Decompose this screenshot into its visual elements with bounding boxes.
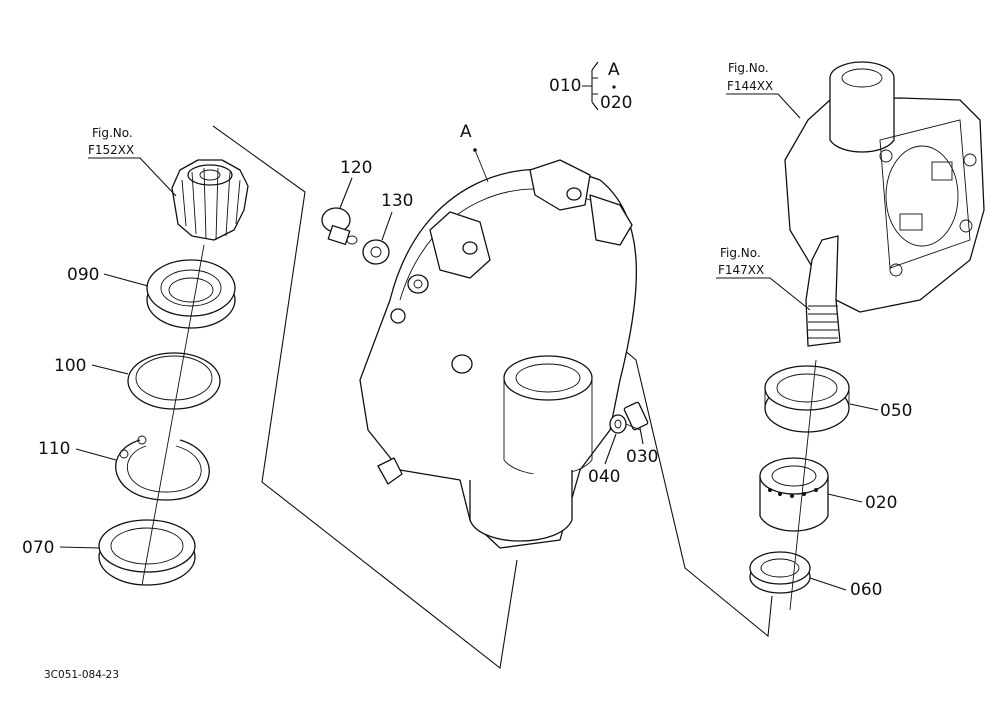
part-number-070: 070 [22,538,54,558]
part-number-130: 130 [381,191,413,211]
drawing-code: 3C051-084-23 [44,669,119,681]
figure-ref-f144-number: F144XX [727,79,773,93]
shaft-part-f147 [805,235,841,347]
part-number-110: 110 [38,439,70,459]
main-housing-part [359,159,637,549]
part-number-060: 060 [850,580,882,600]
group-item-020: 020 [600,93,632,113]
snap-ring-part-110 [115,435,210,501]
part-number-040: 040 [588,467,620,487]
figure-ref-f152-title: Fig.No. [92,126,133,140]
bolt-part-030 [623,401,649,431]
ring-part-100 [127,352,221,410]
bushing-part-020 [759,457,829,532]
seal-part-060 [749,551,811,594]
figure-ref-f152: Fig.No. F152XX [88,126,177,197]
bevel-gear-part [171,159,249,241]
washer-part-130 [362,239,390,265]
bearing-part-090 [146,259,236,329]
part-number-090: 090 [67,265,99,285]
part-number-050: 050 [880,401,912,421]
group-bracket: 010 A 020 [549,60,632,113]
group-prefix-label: 010 [549,76,581,96]
seal-part-070 [98,519,196,586]
housing-label-a: A [460,122,472,142]
part-number-020: 020 [865,493,897,513]
figure-ref-f144: Fig.No. F144XX [726,61,801,119]
seal-part-050 [764,365,850,433]
figure-ref-f147-number: F147XX [718,263,764,277]
figure-ref-f147-title: Fig.No. [720,246,761,260]
assembly-leader-left [212,125,518,670]
figure-ref-f147: Fig.No. F147XX [716,246,811,311]
part-number-030: 030 [626,447,658,467]
figure-ref-f152-number: F152XX [88,143,134,157]
part-number-120: 120 [340,158,372,178]
figure-ref-f144-title: Fig.No. [728,61,769,75]
group-item-a: A [608,60,620,80]
part-number-100: 100 [54,356,86,376]
bolt-part-120 [321,207,358,246]
washer-part-040 [609,414,627,434]
